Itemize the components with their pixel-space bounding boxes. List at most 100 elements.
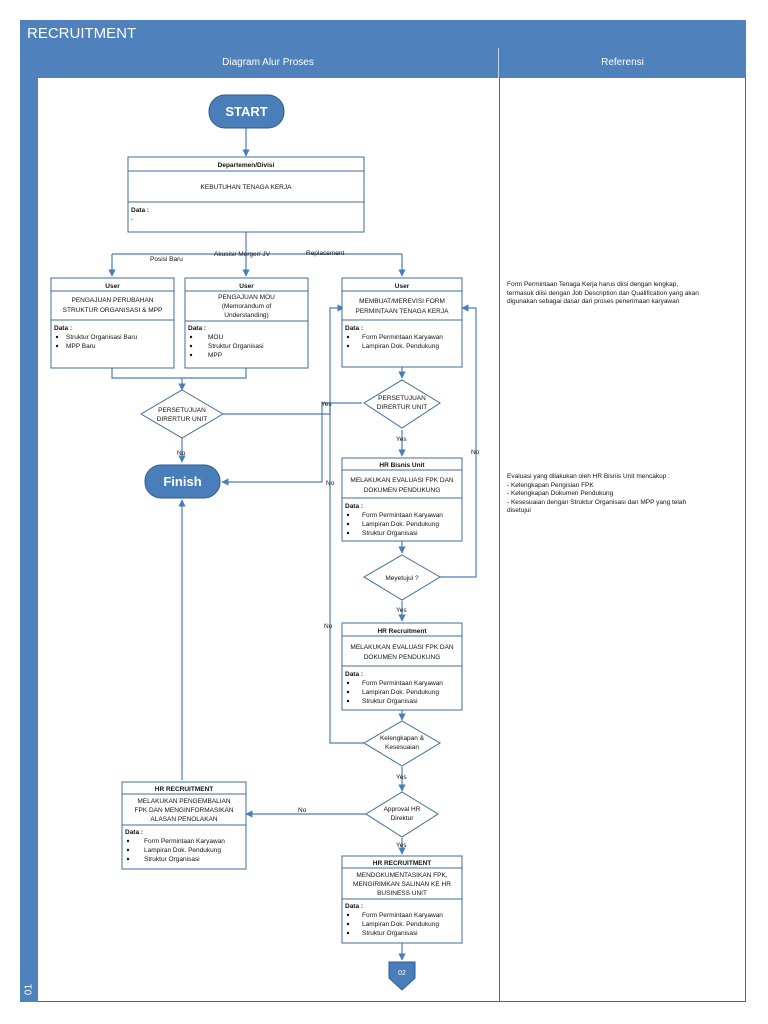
svg-text:User: User	[105, 283, 120, 290]
svg-text:HR RECRUITMENT: HR RECRUITMENT	[373, 860, 432, 867]
column-header-process: Diagram Alur Proses	[38, 48, 499, 78]
decision-persetujuan-left: PERSETUJUAN DIRERTUR UNIT	[140, 389, 224, 439]
svg-text:(Memorandum of: (Memorandum of	[222, 303, 272, 310]
svg-text:User: User	[395, 283, 410, 290]
svg-text:MELAKUKAN EVALUASI FPK DAN: MELAKUKAN EVALUASI FPK DAN	[350, 477, 453, 484]
label-yes: Yes	[396, 607, 407, 614]
svg-text:Lampiran Dok. Pendukung: Lampiran Dok. Pendukung	[362, 521, 439, 528]
connector	[221, 402, 362, 486]
reference-note-2: Evaluasi yang dilakukan oleh HR Bisnis U…	[507, 473, 687, 514]
svg-text:ALASAN PENOLAKAN: ALASAN PENOLAKAN	[150, 816, 217, 823]
svg-text:Data :: Data :	[131, 207, 149, 214]
svg-text:DOKUMEN PENDUKUNG: DOKUMEN PENDUKUNG	[364, 487, 441, 494]
column-header-reference: Referensi	[499, 48, 746, 78]
svg-text:PERMINTAAN TENAGA KERJA: PERMINTAAN TENAGA KERJA	[356, 308, 450, 315]
side-strip	[20, 48, 38, 1002]
label-no: No	[326, 480, 335, 487]
decision-persetujuan-right: PERSETUJUAN DIRERTUR UNIT	[363, 379, 441, 429]
page-title: RECRUITMENT	[20, 20, 746, 48]
svg-text:Data :: Data :	[345, 503, 363, 510]
connector	[329, 403, 364, 744]
label-yes: Yes	[321, 401, 332, 408]
svg-text:PENGAJUAN MOU: PENGAJUAN MOU	[218, 294, 275, 301]
svg-text:HR Bisnis Unit: HR Bisnis Unit	[379, 462, 425, 469]
label-posisi-baru: Posisi Baru	[150, 256, 183, 263]
svg-text:MENGIRIMKAN SALINAN KE HR: MENGIRIMKAN SALINAN KE HR	[353, 881, 451, 888]
label-no: No	[324, 623, 333, 630]
label-no: No	[471, 449, 480, 456]
svg-text:PERSETUJUAN: PERSETUJUAN	[378, 395, 426, 402]
decision-approval-hr: Approval HR Direktur	[365, 791, 439, 838]
svg-text:Understanding): Understanding)	[224, 312, 268, 319]
svg-text:Lampiran Dok. Pendukung: Lampiran Dok. Pendukung	[362, 921, 439, 928]
svg-text:-: -	[131, 216, 133, 223]
svg-text:FPK DAN MENGINFORMASIKAN: FPK DAN MENGINFORMASIKAN	[135, 807, 234, 814]
svg-text:Form Permintaan Karyawan: Form Permintaan Karyawan	[362, 512, 443, 519]
svg-text:KEBUTUHAN TENAGA KERJA: KEBUTUHAN TENAGA KERJA	[201, 184, 293, 191]
svg-text:Struktur Organisasi: Struktur Organisasi	[144, 856, 200, 863]
svg-text:Struktur Organisasi: Struktur Organisasi	[362, 930, 418, 937]
svg-text:MOU: MOU	[208, 334, 223, 341]
svg-text:Data :: Data :	[188, 325, 206, 332]
connector	[111, 368, 247, 379]
svg-text:DIRERTUR UNIT: DIRERTUR UNIT	[377, 404, 427, 411]
svg-text:Struktur Organisasi Baru: Struktur Organisasi Baru	[66, 334, 138, 341]
label-akusisi: Akusisi/ Merger/ JV	[214, 251, 271, 258]
process-box-hr-recruitment-eval: HR Recruitment MELAKUKAN EVALUASI FPK DA…	[341, 622, 463, 711]
svg-text:HR Recruitment: HR Recruitment	[377, 628, 427, 635]
connector	[223, 304, 345, 415]
svg-text:Lampiran Dok. Pendukung: Lampiran Dok. Pendukung	[362, 343, 439, 350]
svg-text:Finish: Finish	[163, 474, 201, 489]
label-replacement: Replacement	[306, 250, 344, 257]
connector	[440, 304, 477, 578]
svg-text:Data :: Data :	[54, 325, 72, 332]
decision-meyetujui: Meyetujui ?	[363, 554, 441, 601]
svg-text:DIRERTUR UNIT: DIRERTUR UNIT	[157, 416, 207, 423]
decision-kelengkapan: Kelengkapan & Kesesuaian	[363, 720, 441, 767]
svg-text:MPP Baru: MPP Baru	[66, 343, 96, 350]
svg-text:Struktur Organisasi: Struktur Organisasi	[362, 698, 418, 705]
label-yes: Yes	[396, 842, 407, 849]
process-box-hr-bisnis-unit: HR Bisnis Unit MELAKUKAN EVALUASI FPK DA…	[341, 457, 463, 542]
svg-text:Struktur Organisasi: Struktur Organisasi	[208, 343, 264, 350]
svg-text:HR RECRUITMENT: HR RECRUITMENT	[155, 786, 214, 793]
column-divider	[499, 78, 500, 1002]
svg-text:MEMBUAT/MEREVISI FORM: MEMBUAT/MEREVISI FORM	[359, 298, 445, 305]
svg-text:Form Permintaan Karyawan: Form Permintaan Karyawan	[362, 334, 443, 341]
svg-text:PERSETUJUAN: PERSETUJUAN	[158, 407, 206, 414]
svg-text:Form Permintaan Karyawan: Form Permintaan Karyawan	[362, 680, 443, 687]
svg-text:Data :: Data :	[345, 325, 363, 332]
label-yes: Yes	[396, 774, 407, 781]
svg-text:Kelengkapan &: Kelengkapan &	[380, 735, 425, 742]
svg-text:MENDOKUMENTASIKAN FPK,: MENDOKUMENTASIKAN FPK,	[356, 872, 447, 879]
label-yes: Yes	[396, 436, 407, 443]
reference-note-1: Form Permintaan Tenaga Kerja harus diisi…	[507, 281, 699, 305]
svg-text:Data :: Data :	[125, 829, 143, 836]
process-box-hr-recruitment-return: HR RECRUITMENT MELAKUKAN PENGEMBALIAN FP…	[121, 781, 247, 870]
svg-text:Form Permintaan Karyawan: Form Permintaan Karyawan	[144, 838, 225, 845]
svg-text:Direktur: Direktur	[391, 815, 415, 822]
offpage-connector: 02	[388, 961, 416, 991]
svg-text:Struktur Organisasi: Struktur Organisasi	[362, 530, 418, 537]
svg-text:Lampiran Dok. Pendukung: Lampiran Dok. Pendukung	[144, 847, 221, 854]
svg-text:MELAKUKAN PENGEMBALIAN: MELAKUKAN PENGEMBALIAN	[137, 798, 230, 805]
process-box-user-form: User MEMBUAT/MEREVISI FORM PERMINTAAN TE…	[341, 277, 463, 368]
svg-text:MPP: MPP	[208, 352, 222, 359]
svg-text:DOKUMEN PENDUKUNG: DOKUMEN PENDUKUNG	[364, 654, 441, 661]
connector-labels: Posisi Baru Akusisi/ Merger/ JV Replacem…	[150, 250, 480, 849]
process-box-user-mou: User PENGAJUAN MOU (Memorandum of Unders…	[184, 277, 309, 369]
start-terminal: START	[208, 94, 285, 129]
svg-text:Data :: Data :	[345, 903, 363, 910]
process-box-user-struktur: User PENGAJUAN PERUBAHAN STRUKTUR ORGANI…	[50, 277, 175, 369]
svg-text:Meyetujui ?: Meyetujui ?	[385, 575, 419, 582]
svg-text:Approval HR: Approval HR	[384, 806, 421, 813]
svg-text:Departemen/Divisi: Departemen/Divisi	[218, 162, 275, 169]
process-box-departemen: Departemen/Divisi KEBUTUHAN TENAGA KERJA…	[127, 156, 365, 233]
connector-lines	[108, 128, 477, 961]
finish-terminal: Finish	[144, 464, 221, 499]
svg-text:User: User	[239, 283, 254, 290]
process-box-hr-recruitment-doc: HR RECRUITMENT MENDOKUMENTASIKAN FPK, ME…	[341, 855, 463, 944]
svg-text:Form Permintaan Karyawan: Form Permintaan Karyawan	[362, 912, 443, 919]
label-no: No	[298, 807, 307, 814]
